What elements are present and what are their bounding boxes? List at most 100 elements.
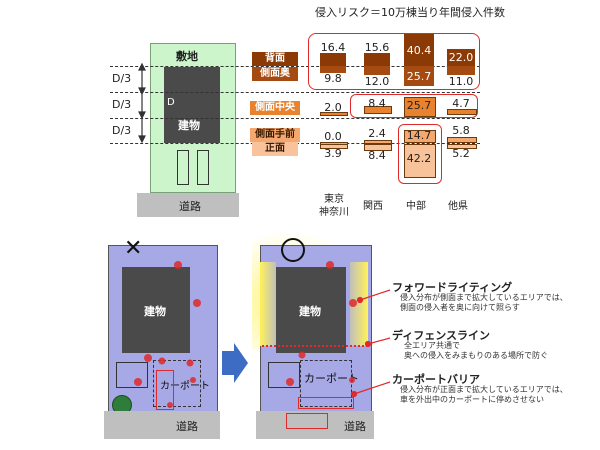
after-road-car-zone	[286, 413, 328, 429]
bar-front-tokyo	[320, 144, 348, 149]
site-lot-label: 敷地	[176, 50, 198, 63]
bar-sidemid-kansai	[364, 106, 392, 114]
bar-front-other	[447, 144, 477, 149]
front-door-left	[177, 150, 189, 185]
after-road: 道路	[256, 411, 374, 439]
annotation-forward-lighting-title: フォワードライティング	[392, 281, 513, 294]
before-carport-label: カーポート	[160, 381, 210, 392]
before-building	[122, 267, 190, 353]
bar-sidemid-other	[447, 109, 477, 115]
annotation-carport-barrier-title: カーポートバリア	[392, 373, 480, 386]
annotation-forward-lighting-body: 侵入分布が側面まで拡大しているエリアでは、 側面の侵入者を奥に向けて照らす	[400, 293, 568, 313]
guide-line-1	[110, 66, 480, 67]
after-steps	[268, 362, 300, 388]
value-sidefront-tokyo: 0.0	[324, 130, 342, 143]
annotation-defence-line-line1: 全エリア共通で	[404, 341, 460, 350]
after-intruder-marks	[286, 261, 357, 386]
value-sideback-kansai: 12.0	[364, 75, 390, 88]
guide-line-2	[110, 92, 480, 93]
value-sidefront-other: 5.8	[452, 124, 470, 137]
region-chubu: 中部	[406, 201, 426, 212]
before-carport	[153, 360, 201, 407]
highlight-rear-all	[308, 33, 480, 90]
category-rear: 背面	[252, 52, 298, 66]
value-sideback-chubu: 25.7	[406, 70, 432, 83]
site-building-label: 建物	[178, 119, 200, 132]
chart-header: 侵入リスク＝10万棟当り年間侵入件数	[315, 6, 505, 19]
front-door-right	[197, 150, 209, 185]
bar-sidefront-chubu	[404, 130, 436, 143]
site-road-label: 道路	[179, 200, 201, 213]
value-front-tokyo: 3.9	[324, 147, 342, 160]
before-building-label: 建物	[144, 305, 166, 318]
bar-front-chubu	[404, 144, 436, 178]
bar-rear-other	[447, 49, 475, 66]
after-building	[276, 267, 346, 353]
value-sidemid-kansai: 8.4	[368, 97, 386, 110]
value-sidemid-other: 4.7	[452, 97, 470, 110]
before-road-label: 道路	[176, 420, 198, 433]
value-rear-tokyo: 16.4	[320, 41, 346, 54]
after-defence-line	[262, 345, 368, 347]
annotation-carport-barrier-line2: 車を外出中のカーポートに停めさせない	[400, 395, 544, 404]
annotation-forward-lighting-line2: 側面の侵入者を奥に向けて照らす	[400, 303, 520, 312]
value-sidemid-chubu: 25.7	[406, 99, 432, 112]
bar-front-kansai	[364, 144, 392, 151]
bar-sidefront-kansai	[364, 140, 392, 144]
after-carport-label: カーポート	[304, 372, 359, 385]
region-tokyo: 東京 神奈川	[316, 193, 352, 219]
value-rear-chubu: 40.4	[406, 44, 432, 57]
after-good-mark	[281, 238, 305, 262]
transition-arrow	[222, 343, 248, 383]
annotation-defence-line-body: 全エリア共通で 奥への侵入をみまもりのある場所で防ぐ	[404, 341, 548, 361]
bar-sideback-chubu	[404, 66, 434, 86]
annotation-carport-barrier-body: 侵入分布が正面まで拡大しているエリアでは、 車を外出中のカーポートに停めさせない	[400, 385, 568, 405]
bar-rear-chubu	[404, 34, 434, 66]
value-rear-kansai: 15.6	[364, 41, 390, 54]
before-bad-mark: ✕	[124, 236, 143, 261]
after-carport	[300, 360, 352, 407]
before-intruder-marks	[134, 261, 201, 408]
bar-sideback-tokyo	[320, 66, 346, 73]
bar-sideback-other	[447, 66, 475, 75]
category-side-middle: 側面中央	[250, 101, 300, 115]
value-front-other: 5.2	[452, 147, 470, 160]
guide-line-3	[110, 118, 480, 119]
after-road-label: 道路	[344, 420, 366, 433]
annotation-defence-line-line2: 奥への侵入をみまもりのある場所で防ぐ	[404, 351, 548, 360]
value-sidefront-chubu: 14.7	[406, 129, 432, 142]
region-tokyo-line2: 神奈川	[319, 207, 349, 218]
before-red-zone	[156, 370, 174, 410]
site-d-label: D	[167, 97, 175, 108]
annotation-pointers	[350, 289, 391, 398]
after-light-left	[260, 262, 276, 346]
value-front-kansai: 8.4	[368, 149, 386, 162]
before-road: 道路	[104, 411, 220, 439]
region-other: 他県	[448, 201, 468, 212]
after-carport-barrier	[298, 397, 354, 409]
annotation-defence-line-title: ディフェンスライン	[392, 329, 491, 342]
value-rear-other: 22.0	[448, 51, 474, 64]
category-side-back: 側面奥	[252, 67, 298, 81]
region-tokyo-line1: 東京	[324, 194, 344, 205]
annotation-carport-barrier-line1: 侵入分布が正面まで拡大しているエリアでは、	[400, 385, 568, 394]
value-sideback-tokyo: 9.8	[324, 72, 342, 85]
bar-rear-tokyo	[320, 53, 346, 66]
d3-label-3: D/3	[112, 124, 132, 137]
bar-sidemid-tokyo	[320, 112, 348, 116]
value-sidemid-tokyo: 2.0	[324, 101, 342, 114]
before-steps	[116, 362, 148, 388]
after-light-right	[350, 262, 368, 346]
d3-label-1: D/3	[112, 72, 132, 85]
site-road: 道路	[137, 193, 239, 217]
d3-label-2: D/3	[112, 98, 132, 111]
bar-rear-kansai	[364, 53, 390, 66]
bar-sidefront-other	[447, 137, 477, 143]
highlight-side-middle	[350, 94, 478, 118]
category-side-front: 側面手前	[250, 128, 300, 142]
value-sideback-other: 11.0	[448, 75, 474, 88]
value-front-chubu-label: 42.2	[406, 152, 432, 165]
category-front: 正面	[252, 142, 298, 156]
annotation-forward-lighting-line1: 侵入分布が側面まで拡大しているエリアでは、	[400, 293, 568, 302]
site-building	[164, 67, 220, 143]
